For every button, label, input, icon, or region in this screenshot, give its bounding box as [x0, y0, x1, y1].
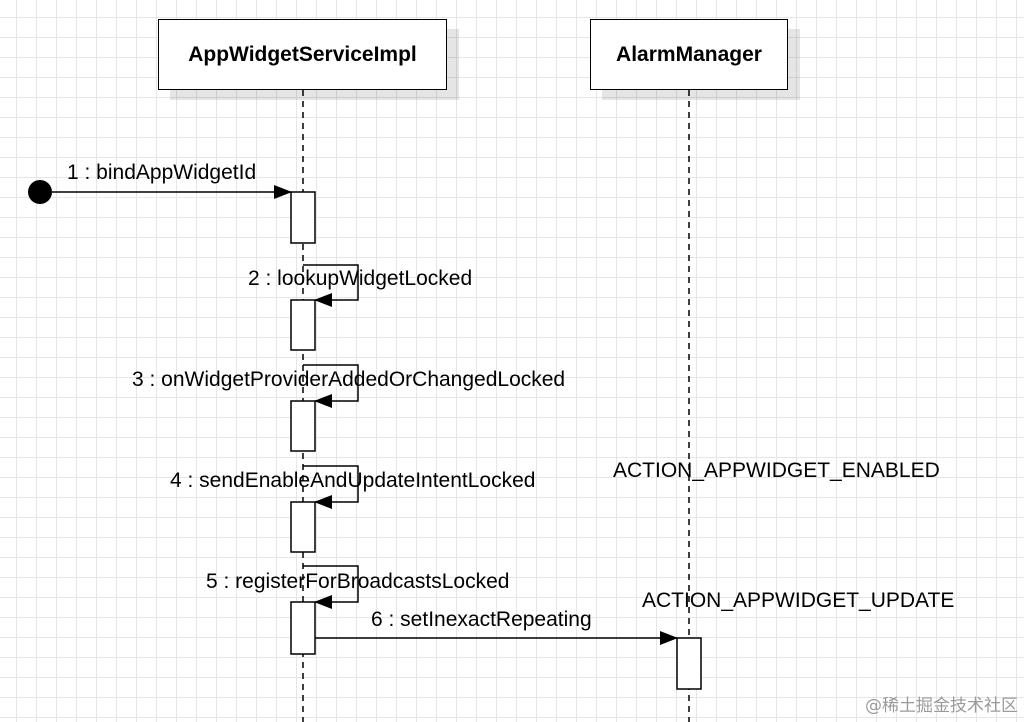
message-4-arrow [303, 465, 359, 509]
activation-5 [290, 601, 316, 655]
participant-appwidgetserviceimpl[interactable]: AppWidgetServiceImpl [158, 19, 447, 90]
activation-1 [290, 191, 316, 244]
message-1-label: 1 : bindAppWidgetId [67, 161, 257, 184]
note-action-appwidget-update: ACTION_APPWIDGET_UPDATE [642, 589, 955, 612]
activation-4 [290, 501, 316, 553]
note-action-appwidget-enabled: ACTION_APPWIDGET_ENABLED [613, 459, 940, 482]
participant-alarmmanager[interactable]: AlarmManager [590, 19, 788, 90]
message-5-arrow [303, 565, 359, 609]
participant-label: AlarmManager [616, 42, 762, 66]
watermark: @稀土掘金技术社区 [865, 696, 1018, 716]
participant-label: AppWidgetServiceImpl [188, 42, 417, 66]
initial-node [28, 180, 52, 204]
message-6-label: 6 : setInexactRepeating [371, 608, 592, 631]
message-3-arrow [303, 364, 359, 408]
message-2-arrow [303, 264, 359, 307]
activation-6 [676, 637, 702, 690]
message-5-label: 5 : registerForBroadcastsLocked [206, 570, 510, 593]
message-2-label: 2 : lookupWidgetLocked [248, 267, 473, 290]
activation-2 [290, 299, 316, 351]
message-3-label: 3 : onWidgetProviderAddedOrChangedLocked [132, 368, 566, 391]
activation-3 [290, 400, 316, 452]
message-4-label: 4 : sendEnableAndUpdateIntentLocked [170, 469, 536, 492]
